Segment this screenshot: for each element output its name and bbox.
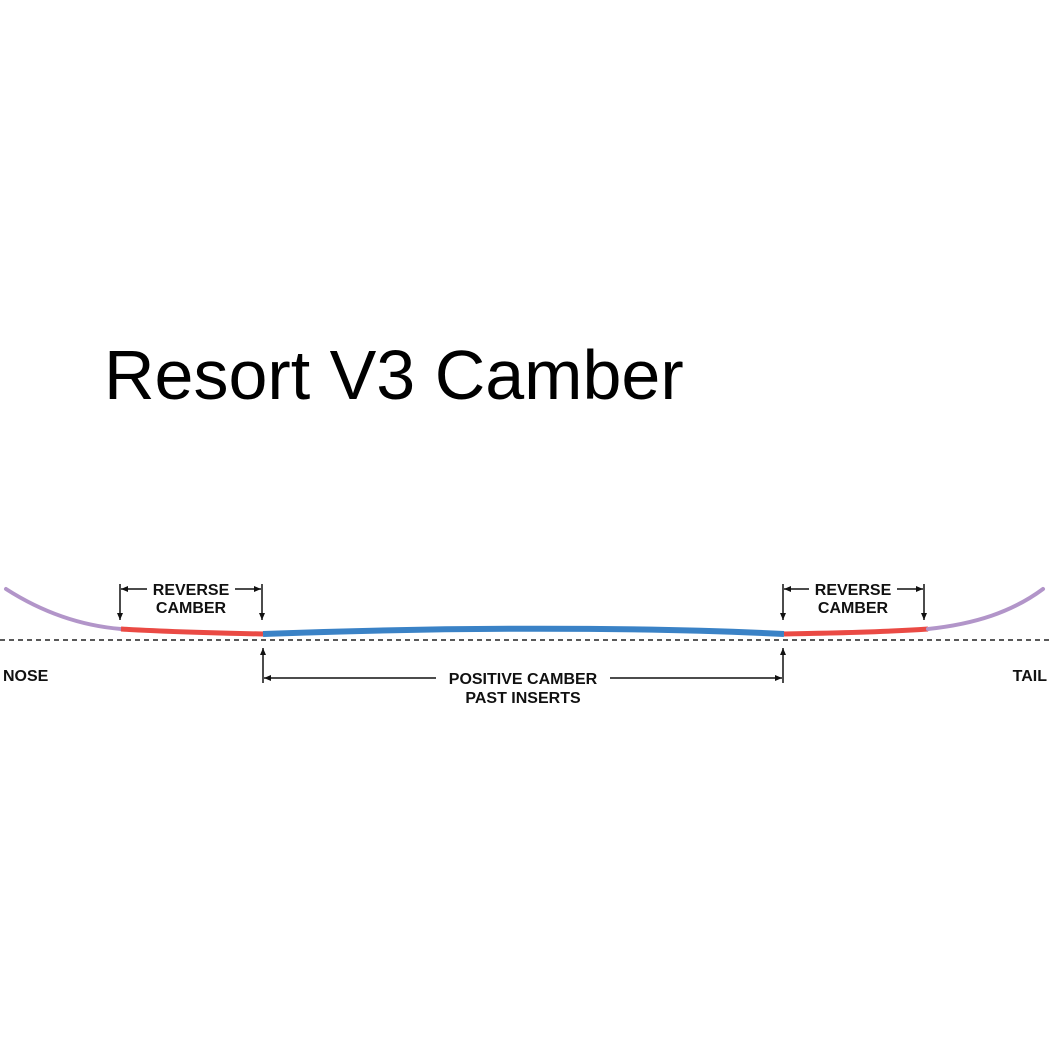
nose-label: NOSE <box>3 668 49 685</box>
tail-label: TAIL <box>1013 668 1048 685</box>
reverse-camber-left-bracket: REVERSE CAMBER <box>117 582 265 620</box>
reverse-camber-left-label-line2: CAMBER <box>156 600 227 617</box>
reverse-camber-right-label-line2: CAMBER <box>818 600 889 617</box>
positive-camber-bracket: POSITIVE CAMBER PAST INSERTS <box>260 648 786 707</box>
reverse-camber-left-segment <box>120 626 264 637</box>
positive-camber-label-line2: PAST INSERTS <box>465 690 581 707</box>
positive-camber-segment <box>262 625 785 637</box>
reverse-camber-left-label-line1: REVERSE <box>153 582 230 599</box>
reverse-camber-right-label-line1: REVERSE <box>815 582 892 599</box>
positive-camber-label-line1: POSITIVE CAMBER <box>449 671 598 688</box>
diagram-title: Resort V3 Camber <box>104 336 684 414</box>
reverse-camber-right-bracket: REVERSE CAMBER <box>780 582 927 620</box>
nose-rocker-segment <box>4 587 123 631</box>
tail-rocker-segment <box>926 587 1045 631</box>
reverse-camber-right-segment <box>783 626 929 637</box>
